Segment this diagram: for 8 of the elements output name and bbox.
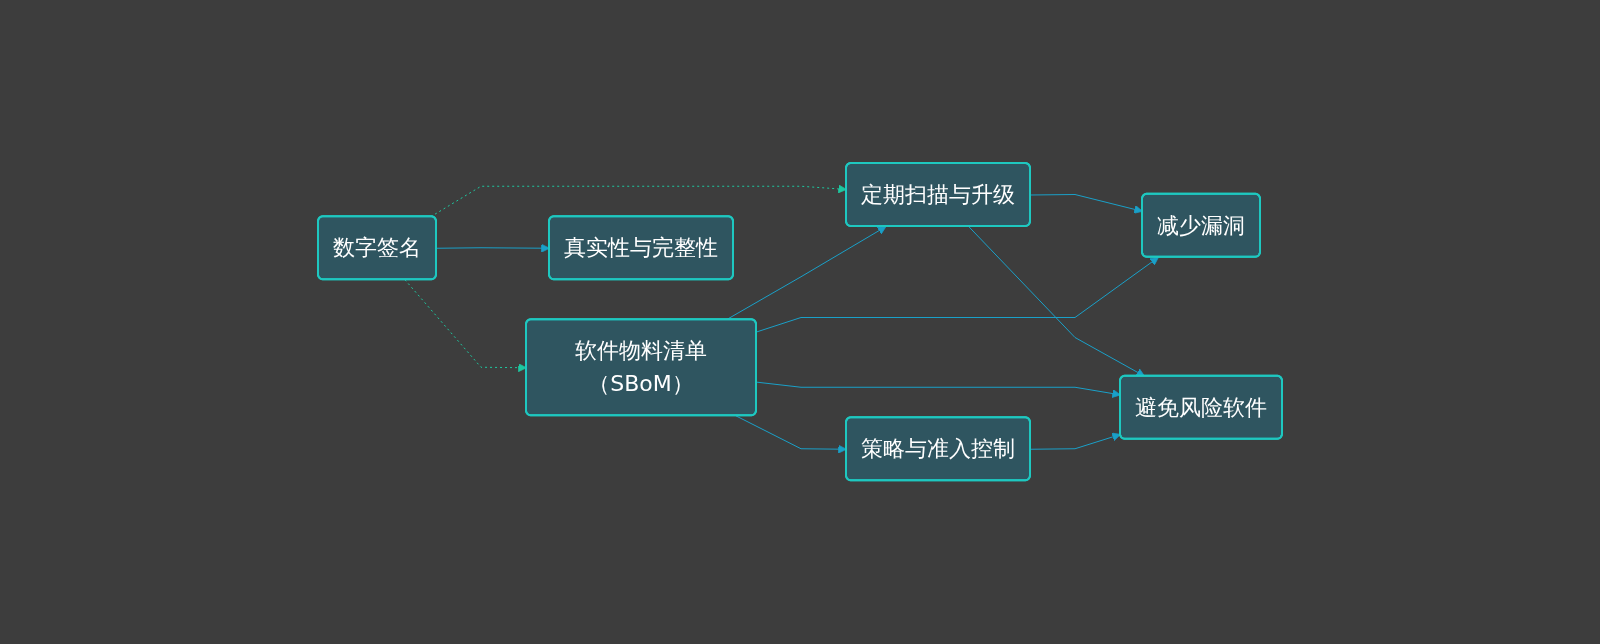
arrow	[436, 244, 550, 253]
arrow	[756, 382, 1121, 399]
arrow	[968, 226, 1145, 377]
arrow	[404, 279, 527, 373]
arrow	[1030, 194, 1143, 215]
arrow	[735, 415, 847, 454]
arrow	[756, 257, 1159, 333]
arrow	[1030, 433, 1121, 451]
